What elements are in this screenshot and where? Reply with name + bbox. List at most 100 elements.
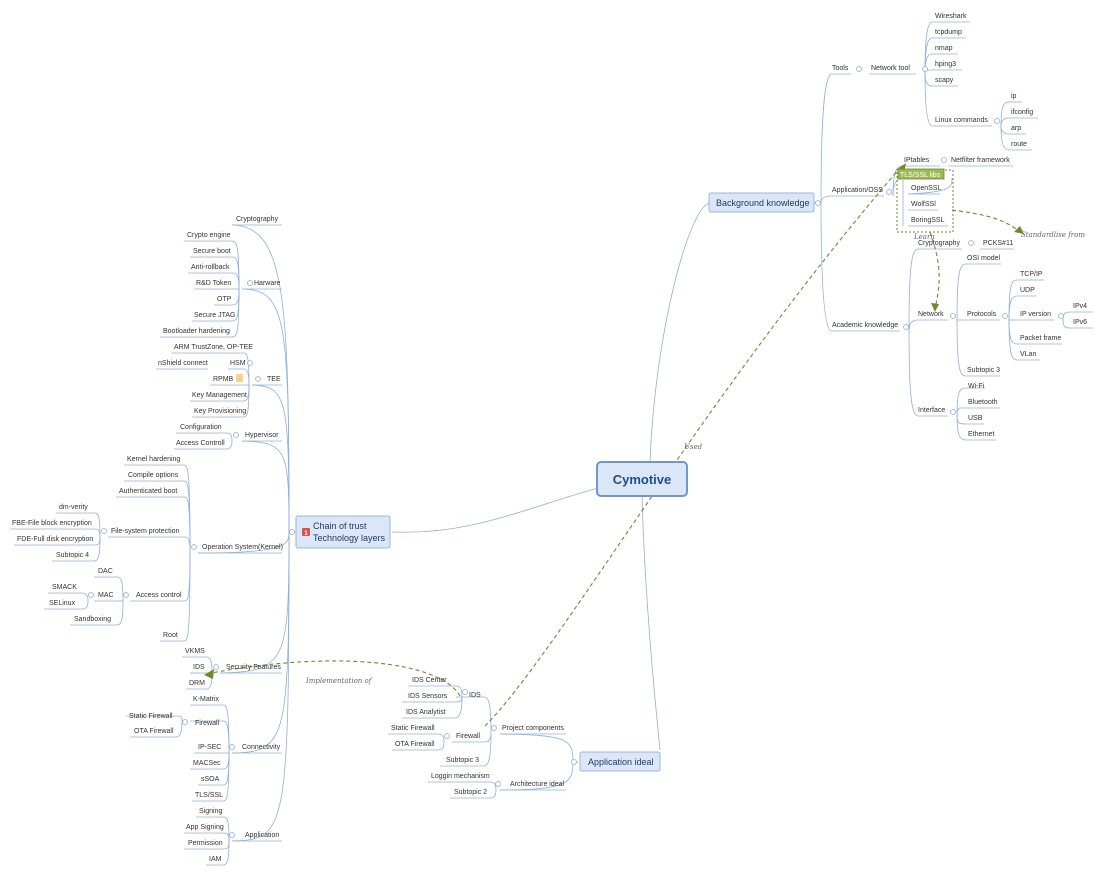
ids-sensors-label: IDS Sensors xyxy=(408,693,448,700)
ip-version-label: IP version xyxy=(1020,311,1051,318)
ipv6-label: IPv6 xyxy=(1073,319,1087,326)
netfilter-label: Netfilter framework xyxy=(951,157,1010,164)
bootloader-hardening-label: Bootloader hardening xyxy=(163,328,230,335)
rpmb-label: RPMB xyxy=(213,376,234,383)
relationship-arrows xyxy=(204,163,1024,727)
access-control-label: Access control xyxy=(136,592,182,599)
hypervisor-label: Hypervisor xyxy=(245,432,279,439)
ip-label: ip xyxy=(1011,93,1017,100)
application-label: Application xyxy=(245,832,279,839)
ipv4-label: IPv4 xyxy=(1073,303,1087,310)
compile-options-label: Compile options xyxy=(128,472,179,479)
crypto-engine-label: Crypto engine xyxy=(187,232,231,239)
chain-branches xyxy=(10,224,296,866)
hsm-label: HSM xyxy=(230,360,246,367)
root-label: Root xyxy=(163,632,178,639)
wolfssl-label: WolfSSl xyxy=(911,201,936,208)
relationship-labels: Used Learn Standardlise from Implementat… xyxy=(305,231,1085,685)
network-label: Network xyxy=(918,311,944,318)
scapy-label: scapy xyxy=(935,77,954,84)
firewall-label: Firewall xyxy=(195,720,220,727)
architecture-ideal-label: Architecture ideal xyxy=(510,781,565,788)
access-controll-label: Access Controll xyxy=(176,440,225,447)
used-annotation: Used xyxy=(684,443,703,451)
chain-of-trust-node[interactable]: 1 Chain of trust Technology layers xyxy=(295,515,391,549)
root-node[interactable]: Cymotive xyxy=(596,461,688,497)
arp-label: arp xyxy=(1011,125,1021,132)
application-branches xyxy=(388,685,578,799)
project-ota-firewall-label: OTA Firewall xyxy=(395,741,435,748)
route-label: route xyxy=(1011,141,1027,148)
anti-rollback-label: Anti-rollback xyxy=(191,264,230,271)
tls-ssl-libs-label: TLS/SSL libs xyxy=(900,172,941,179)
hping3-label: hping3 xyxy=(935,61,956,68)
app-signing-label: App Signing xyxy=(186,824,224,831)
chain-of-trust-label-line1: Chain of trust xyxy=(313,521,367,531)
sandboxing-label: Sandboxing xyxy=(74,616,111,623)
nshield-label: nShield connect xyxy=(158,360,208,367)
authenticated-boot-label: Authenticated boot xyxy=(119,488,177,495)
key-provisioning-label: Key Provisioning xyxy=(194,408,246,415)
openssl-label: OpenSSL xyxy=(911,185,941,192)
project-components-label: Project components xyxy=(502,725,564,732)
wireshark-label: Wireshark xyxy=(935,13,967,20)
protocols-label: Protocols xyxy=(967,311,997,318)
tools-label: Tools xyxy=(832,65,849,72)
security-features-label: Security Features xyxy=(226,664,281,671)
ssoa-label: sSOA xyxy=(201,776,220,783)
tee-label: TEE xyxy=(267,376,281,383)
iptables-label: IPtables xyxy=(904,157,930,164)
mac-label: MAC xyxy=(98,592,114,599)
tcpdump-label: tcpdump xyxy=(935,29,962,36)
cryptography-label: Cryptography xyxy=(236,216,279,223)
network-tool-label: Network tool xyxy=(871,65,910,72)
collapse-knobs[interactable] xyxy=(88,66,1064,838)
boringssl-label: BoringSSL xyxy=(911,217,945,224)
kernel-hardening-label: Kernel hardening xyxy=(127,456,180,463)
signing-label: Signing xyxy=(199,808,222,815)
subtopic4-label: Subtopic 4 xyxy=(56,552,89,559)
chain-labels: Cryptography Harware Crypto engine Secur… xyxy=(12,216,283,863)
vkms-label: VKMS xyxy=(185,648,205,655)
fde-label: FDE-Full disk encryption xyxy=(17,536,93,543)
pkcs11-label: PCKS#11 xyxy=(983,240,1013,247)
arm-trustzone-label: ARM TrustZone, OP-TEE xyxy=(174,344,253,351)
background-knowledge-node[interactable]: Background knowledge xyxy=(708,192,815,213)
subtopic3-academic-label: Subtopic 3 xyxy=(967,367,1000,374)
ids-center-label: IDS Center xyxy=(412,677,447,684)
project-static-firewall-label: Static Firewall xyxy=(391,725,435,732)
udp-label: UDP xyxy=(1020,287,1035,294)
packet-frame-label: Packet frame xyxy=(1020,335,1061,342)
os-kernel-label: Operation System(Kernel) xyxy=(202,544,283,551)
project-firewall-label: Firewall xyxy=(456,733,481,740)
hardware-label: Harware xyxy=(254,280,281,287)
linux-commands-label: Linux commands xyxy=(935,117,988,124)
smack-label: SMACK xyxy=(52,584,77,591)
bluetooth-label: Bluetooth xyxy=(968,399,998,406)
project-ids-label: IDS xyxy=(469,692,481,699)
dac-label: DAC xyxy=(98,568,113,575)
relation-used xyxy=(484,167,901,727)
secure-jtag-label: Secure JTAG xyxy=(194,312,236,319)
ip-sec-label: IP-SEC xyxy=(198,744,221,751)
drm-label: DRM xyxy=(189,680,205,687)
background-knowledge-label: Background knowledge xyxy=(716,198,810,208)
otp-label: OTP xyxy=(217,296,232,303)
key-management-label: Key Management xyxy=(192,392,247,399)
usb-label: USB xyxy=(968,415,983,422)
implementation-annotation: Implementation of xyxy=(305,677,373,685)
application-labels: Project components IDS IDS Center IDS Se… xyxy=(391,677,565,796)
application-oss-label: Application/OSS xyxy=(832,187,883,194)
fs-protection-label: File-system protection xyxy=(111,528,180,535)
tcpip-label: TCP/IP xyxy=(1020,271,1043,278)
application-ideal-label: Application ideal xyxy=(588,757,654,767)
connectivity-label: Connectivity xyxy=(242,744,281,751)
relation-implementation xyxy=(205,660,461,697)
static-firewall-label: Static Firewall xyxy=(129,713,173,720)
k-matrix-label: K-Matrix xyxy=(193,696,220,703)
secure-boot-label: Secure boot xyxy=(193,248,231,255)
iam-label: IAM xyxy=(209,856,222,863)
wifi-label: Wi-Fi xyxy=(968,383,985,390)
application-ideal-node[interactable]: Application ideal xyxy=(579,751,661,772)
